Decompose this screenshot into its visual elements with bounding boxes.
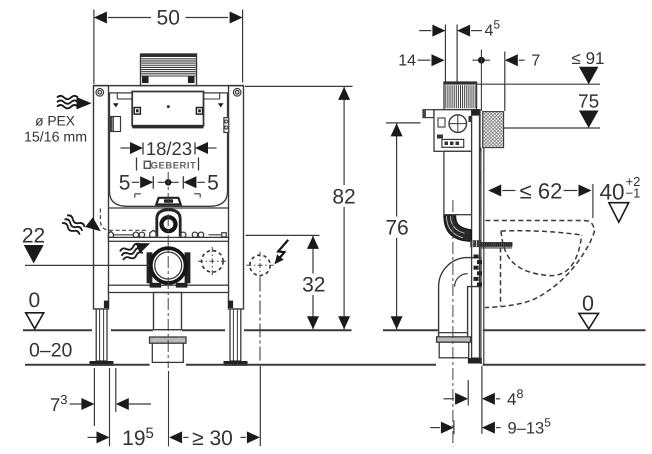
svg-text:18/23: 18/23 [146, 138, 192, 159]
svg-text:7: 7 [531, 52, 540, 69]
svg-text:82: 82 [332, 186, 355, 209]
svg-text:40: 40 [600, 180, 625, 205]
svg-text:75: 75 [578, 92, 599, 113]
svg-text:GEBERIT: GEBERIT [151, 160, 197, 171]
svg-text:ø PEX: ø PEX [35, 113, 75, 128]
svg-text:5: 5 [207, 172, 219, 195]
svg-text:9–135: 9–135 [508, 416, 552, 438]
svg-text:0: 0 [582, 292, 594, 316]
svg-text:15/16 mm: 15/16 mm [24, 129, 87, 145]
svg-text:+2: +2 [626, 174, 641, 189]
svg-text:76: 76 [385, 216, 408, 239]
svg-text:−1: −1 [626, 186, 641, 201]
svg-text:5: 5 [119, 172, 131, 195]
svg-text:0: 0 [28, 289, 40, 312]
svg-text:50: 50 [157, 7, 180, 30]
svg-text:≤ 62: ≤ 62 [520, 178, 563, 203]
svg-text:0–20: 0–20 [29, 339, 73, 361]
svg-text:32: 32 [302, 274, 325, 297]
svg-text:≥ 30: ≥ 30 [192, 427, 233, 450]
svg-text:14: 14 [398, 52, 416, 69]
svg-text:≤ 91: ≤ 91 [572, 49, 605, 68]
svg-text:22: 22 [22, 224, 45, 247]
